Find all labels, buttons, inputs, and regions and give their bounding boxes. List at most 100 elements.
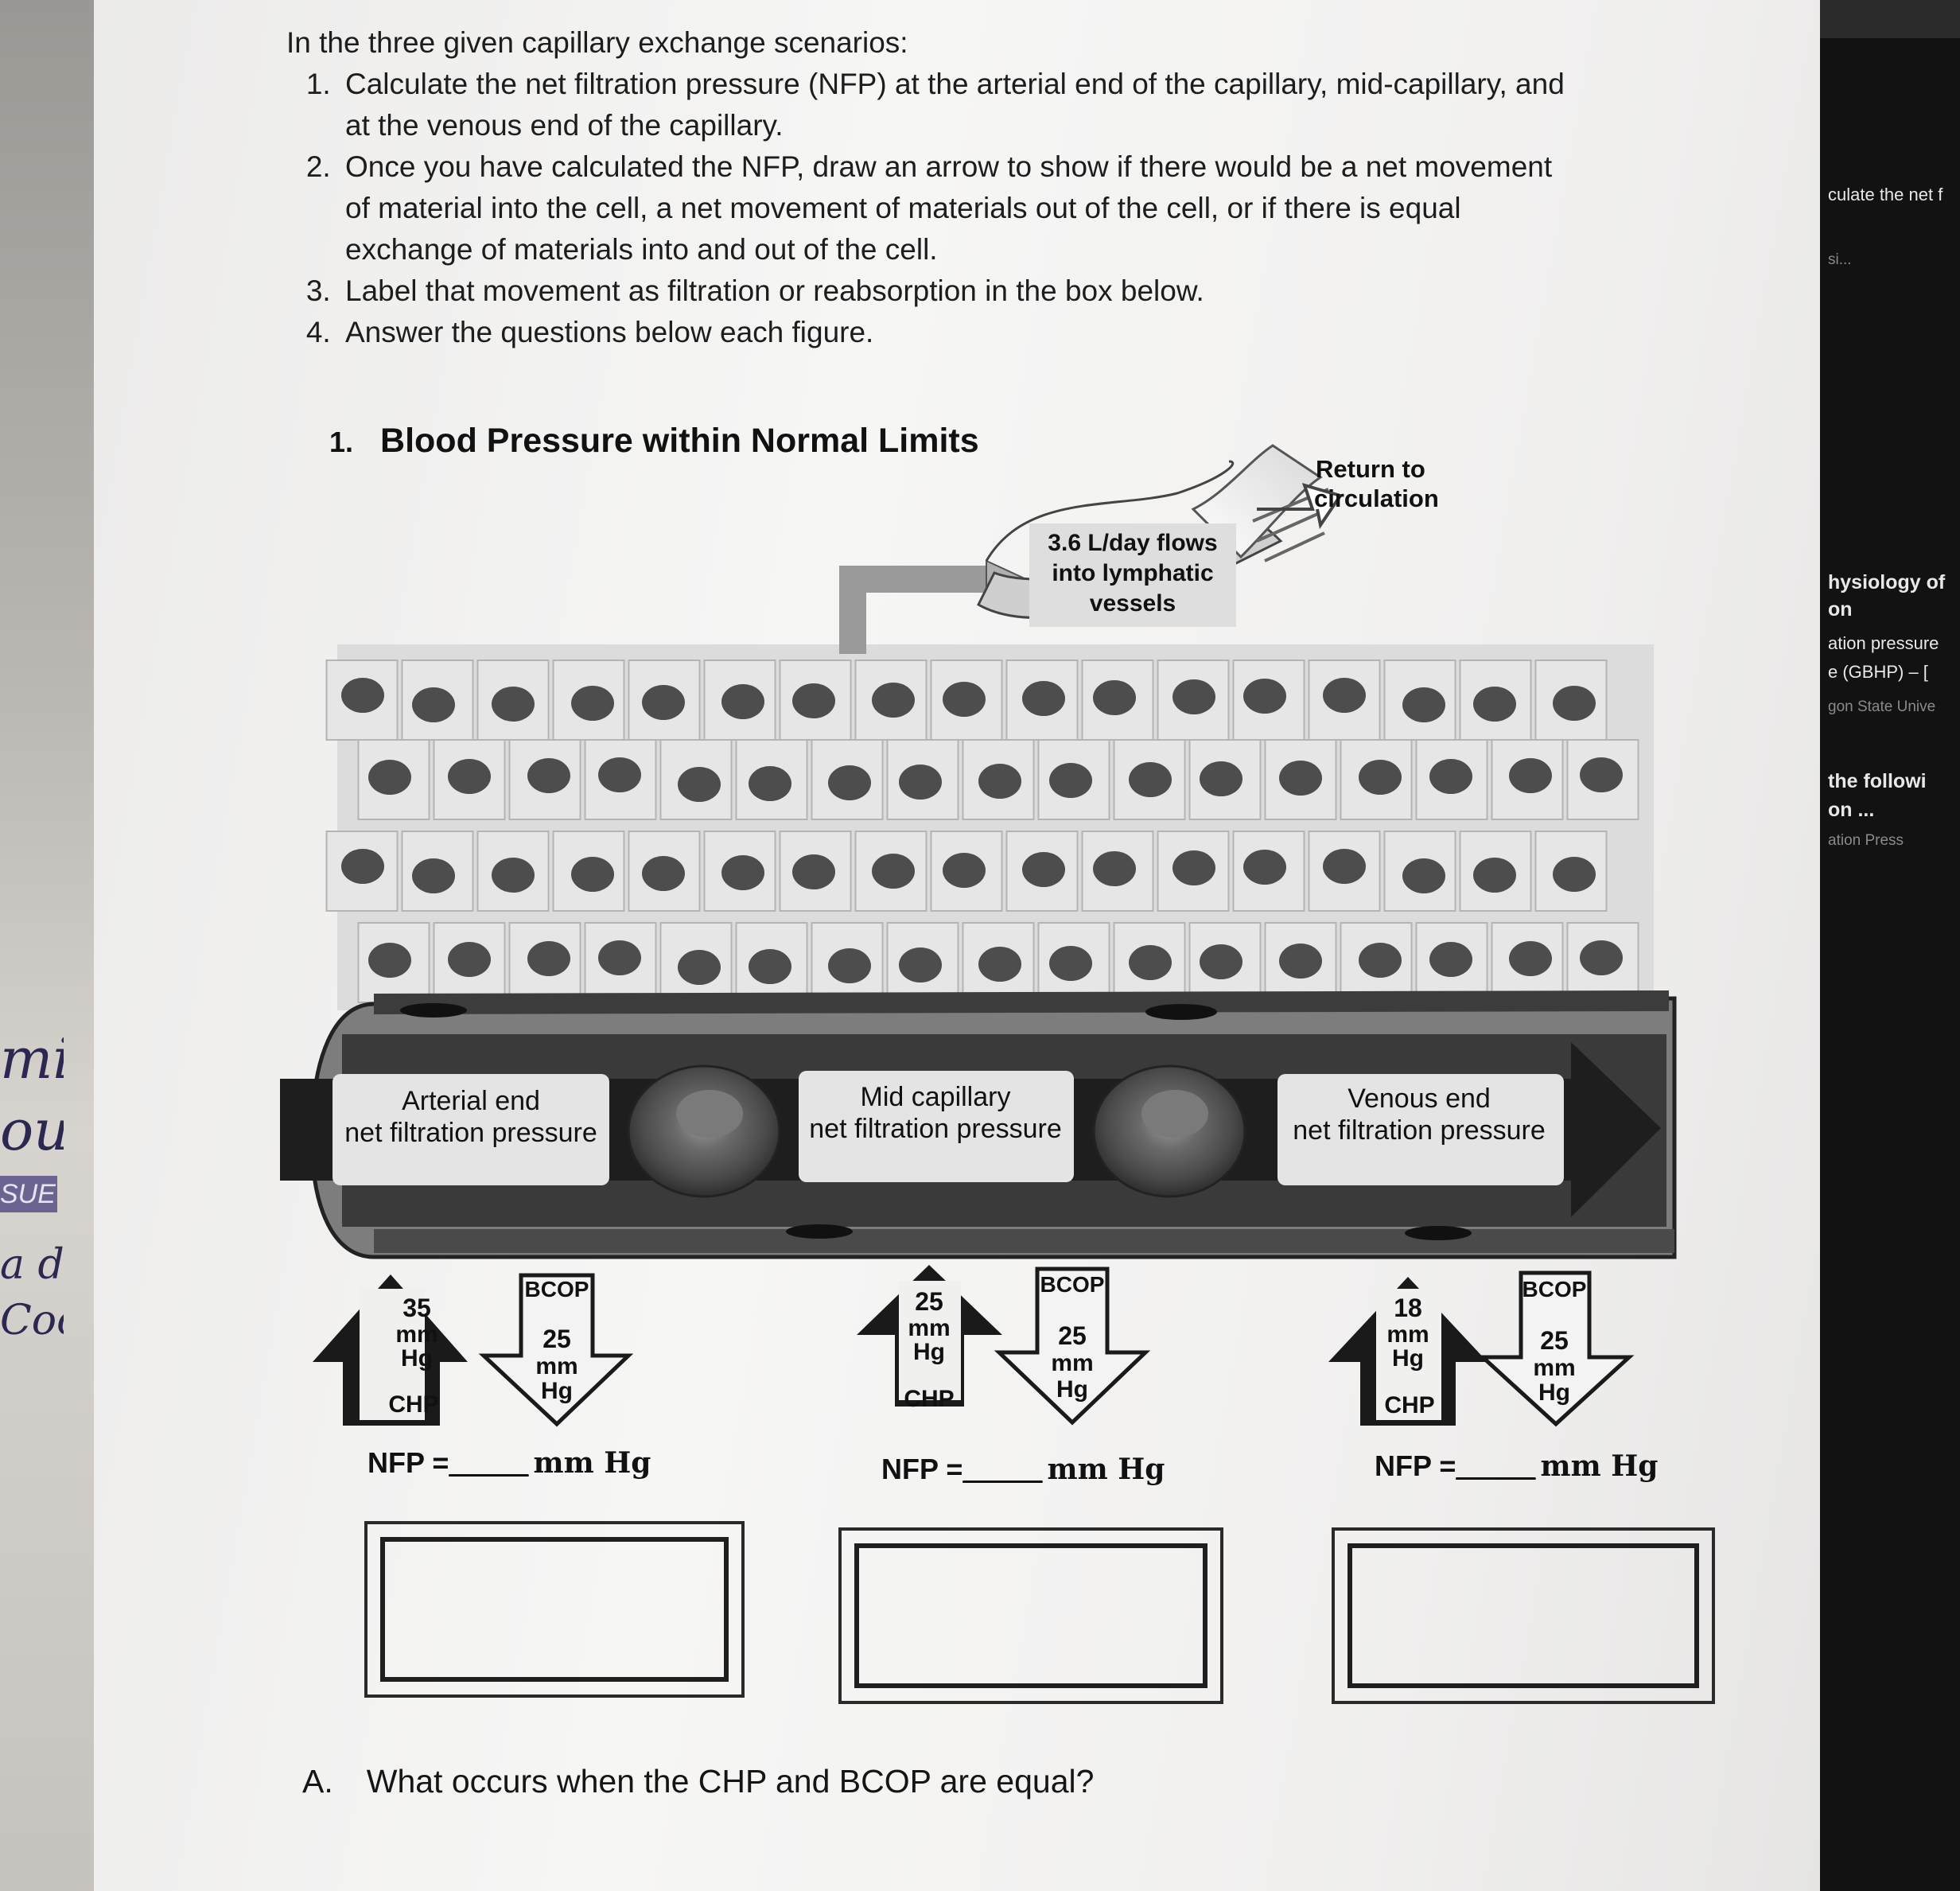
bcop-name: BCOP [1040, 1272, 1105, 1297]
bcop-down-arrow [478, 1273, 634, 1427]
cell-nucleus [571, 857, 614, 892]
answer-box-inner [380, 1537, 729, 1682]
cell-nucleus [1022, 681, 1065, 716]
return-arrow-icon [1257, 483, 1344, 530]
venous-label-box [1278, 1074, 1564, 1185]
nfp-label: NFP = [1375, 1449, 1456, 1482]
section-title-text: Blood Pressure within Normal Limits [380, 422, 979, 460]
cell-nucleus [527, 941, 570, 976]
return-flow-line [1256, 508, 1329, 543]
cell-nucleus [341, 849, 384, 884]
cell-nucleus [571, 686, 614, 721]
bcop-name: BCOP [525, 1277, 589, 1302]
cell-nucleus [1129, 762, 1172, 797]
monitor-text: e (GBHP) – [ [1828, 662, 1928, 682]
cell-nucleus [1200, 944, 1242, 979]
book-edge-text: ou [0, 1098, 64, 1163]
chp-unit: Hg [401, 1345, 433, 1372]
red-blood-cell-center [1141, 1090, 1208, 1138]
nfp-arterial[interactable]: NFP =_____mm Hg [368, 1446, 651, 1480]
nfp-unit: mm Hg [1047, 1453, 1165, 1486]
cell-nucleus [678, 950, 721, 985]
cell-nucleus [1279, 761, 1322, 796]
nfp-unit: mm Hg [533, 1446, 651, 1480]
chp-value: 35 [402, 1294, 431, 1322]
cell-nucleus [527, 758, 570, 793]
tissue-cell [735, 922, 808, 1003]
chp-name: CHP [388, 1391, 438, 1418]
cell-nucleus [792, 683, 835, 718]
monitor-text: ation Press [1828, 832, 1904, 849]
instruction-step: Calculate the net filtration pressure (N… [339, 64, 1575, 146]
endothelial-nucleus [1145, 1004, 1217, 1020]
cell-nucleus [943, 853, 986, 888]
question-a: A.What occurs when the CHP and BCOP are … [302, 1763, 1094, 1800]
bcop-unit: mm [535, 1353, 578, 1379]
answer-box-mid[interactable] [838, 1527, 1223, 1704]
bcop-value: 25 [1058, 1321, 1087, 1350]
cell-nucleus [749, 766, 791, 801]
cell-nucleus [1129, 945, 1172, 980]
bcop-unit: Hg [541, 1378, 573, 1404]
cell-nucleus [1022, 852, 1065, 887]
section-number: 1. [329, 426, 354, 458]
return-label-line: circulation [1314, 484, 1439, 512]
chp-unit: Hg [913, 1339, 945, 1365]
monitor-text: gon State Unive [1828, 698, 1936, 715]
instructions-intro: In the three given capillary exchange sc… [286, 26, 908, 59]
endothelial-nucleus [400, 1003, 467, 1017]
nfp-blank[interactable]: _____ [449, 1446, 529, 1479]
nfp-unit: mm Hg [1540, 1449, 1659, 1483]
cell-nucleus [1553, 857, 1596, 892]
cell-nucleus [1279, 944, 1322, 979]
answer-box-venous[interactable] [1332, 1527, 1715, 1704]
monitor-text: culate the net f [1828, 185, 1943, 204]
answer-box-arterial[interactable] [364, 1521, 745, 1698]
cell-nucleus [1553, 686, 1596, 721]
cell-nucleus [899, 765, 942, 800]
background-book: mi ou SUE a d Coc [0, 0, 103, 1891]
tissue-cell [1459, 831, 1532, 912]
chp-unit: mm [1386, 1321, 1429, 1348]
cell-nucleus [1172, 850, 1215, 885]
bcop-down-arrow [994, 1267, 1151, 1426]
lymph-pipe [839, 566, 994, 654]
cell-nucleus [792, 854, 835, 889]
bcop-down-arrow [1477, 1270, 1635, 1427]
cell-nucleus [1402, 687, 1445, 722]
lymph-label-line: vessels [1090, 590, 1176, 617]
cell-nucleus [1580, 940, 1623, 975]
book-edge-text: Coc [0, 1297, 64, 1344]
cell-nucleus [899, 947, 942, 982]
red-blood-cell-center [676, 1090, 743, 1138]
bcop-unit: Hg [1056, 1376, 1088, 1403]
nfp-label: NFP = [881, 1453, 963, 1485]
cell-nucleus [1359, 760, 1402, 795]
mid-label-box [799, 1071, 1074, 1182]
chp-unit: mm [395, 1321, 438, 1348]
monitor-text: on ... [1828, 799, 1875, 821]
nfp-venous[interactable]: NFP =_____mm Hg [1375, 1449, 1658, 1483]
lymph-vessel-outline [985, 460, 1235, 562]
nfp-blank[interactable]: _____ [962, 1453, 1043, 1485]
mid-label: Mid capillary [861, 1082, 1011, 1112]
cell-nucleus [1429, 942, 1472, 977]
venous-label: Venous end [1348, 1084, 1491, 1114]
venous-label: net filtration pressure [1293, 1115, 1546, 1146]
nfp-blank[interactable]: _____ [1456, 1449, 1536, 1482]
question-letter: A. [302, 1763, 333, 1800]
bcop-name: BCOP [1522, 1277, 1587, 1302]
cell-nucleus [828, 948, 871, 983]
cell-nucleus [598, 940, 641, 975]
lymph-label-line: 3.6 L/day flows [1048, 530, 1217, 556]
cell-nucleus [1093, 851, 1136, 886]
section-title: 1. Blood Pressure within Normal Limits [329, 422, 979, 461]
monitor-text: si... [1828, 251, 1852, 268]
nfp-label: NFP = [368, 1446, 449, 1479]
chp-arrow-inner [360, 1289, 425, 1420]
cell-nucleus [1509, 758, 1552, 793]
cell-nucleus [492, 687, 535, 722]
nfp-mid[interactable]: NFP =_____mm Hg [881, 1453, 1165, 1486]
cell-nucleus [828, 765, 871, 800]
